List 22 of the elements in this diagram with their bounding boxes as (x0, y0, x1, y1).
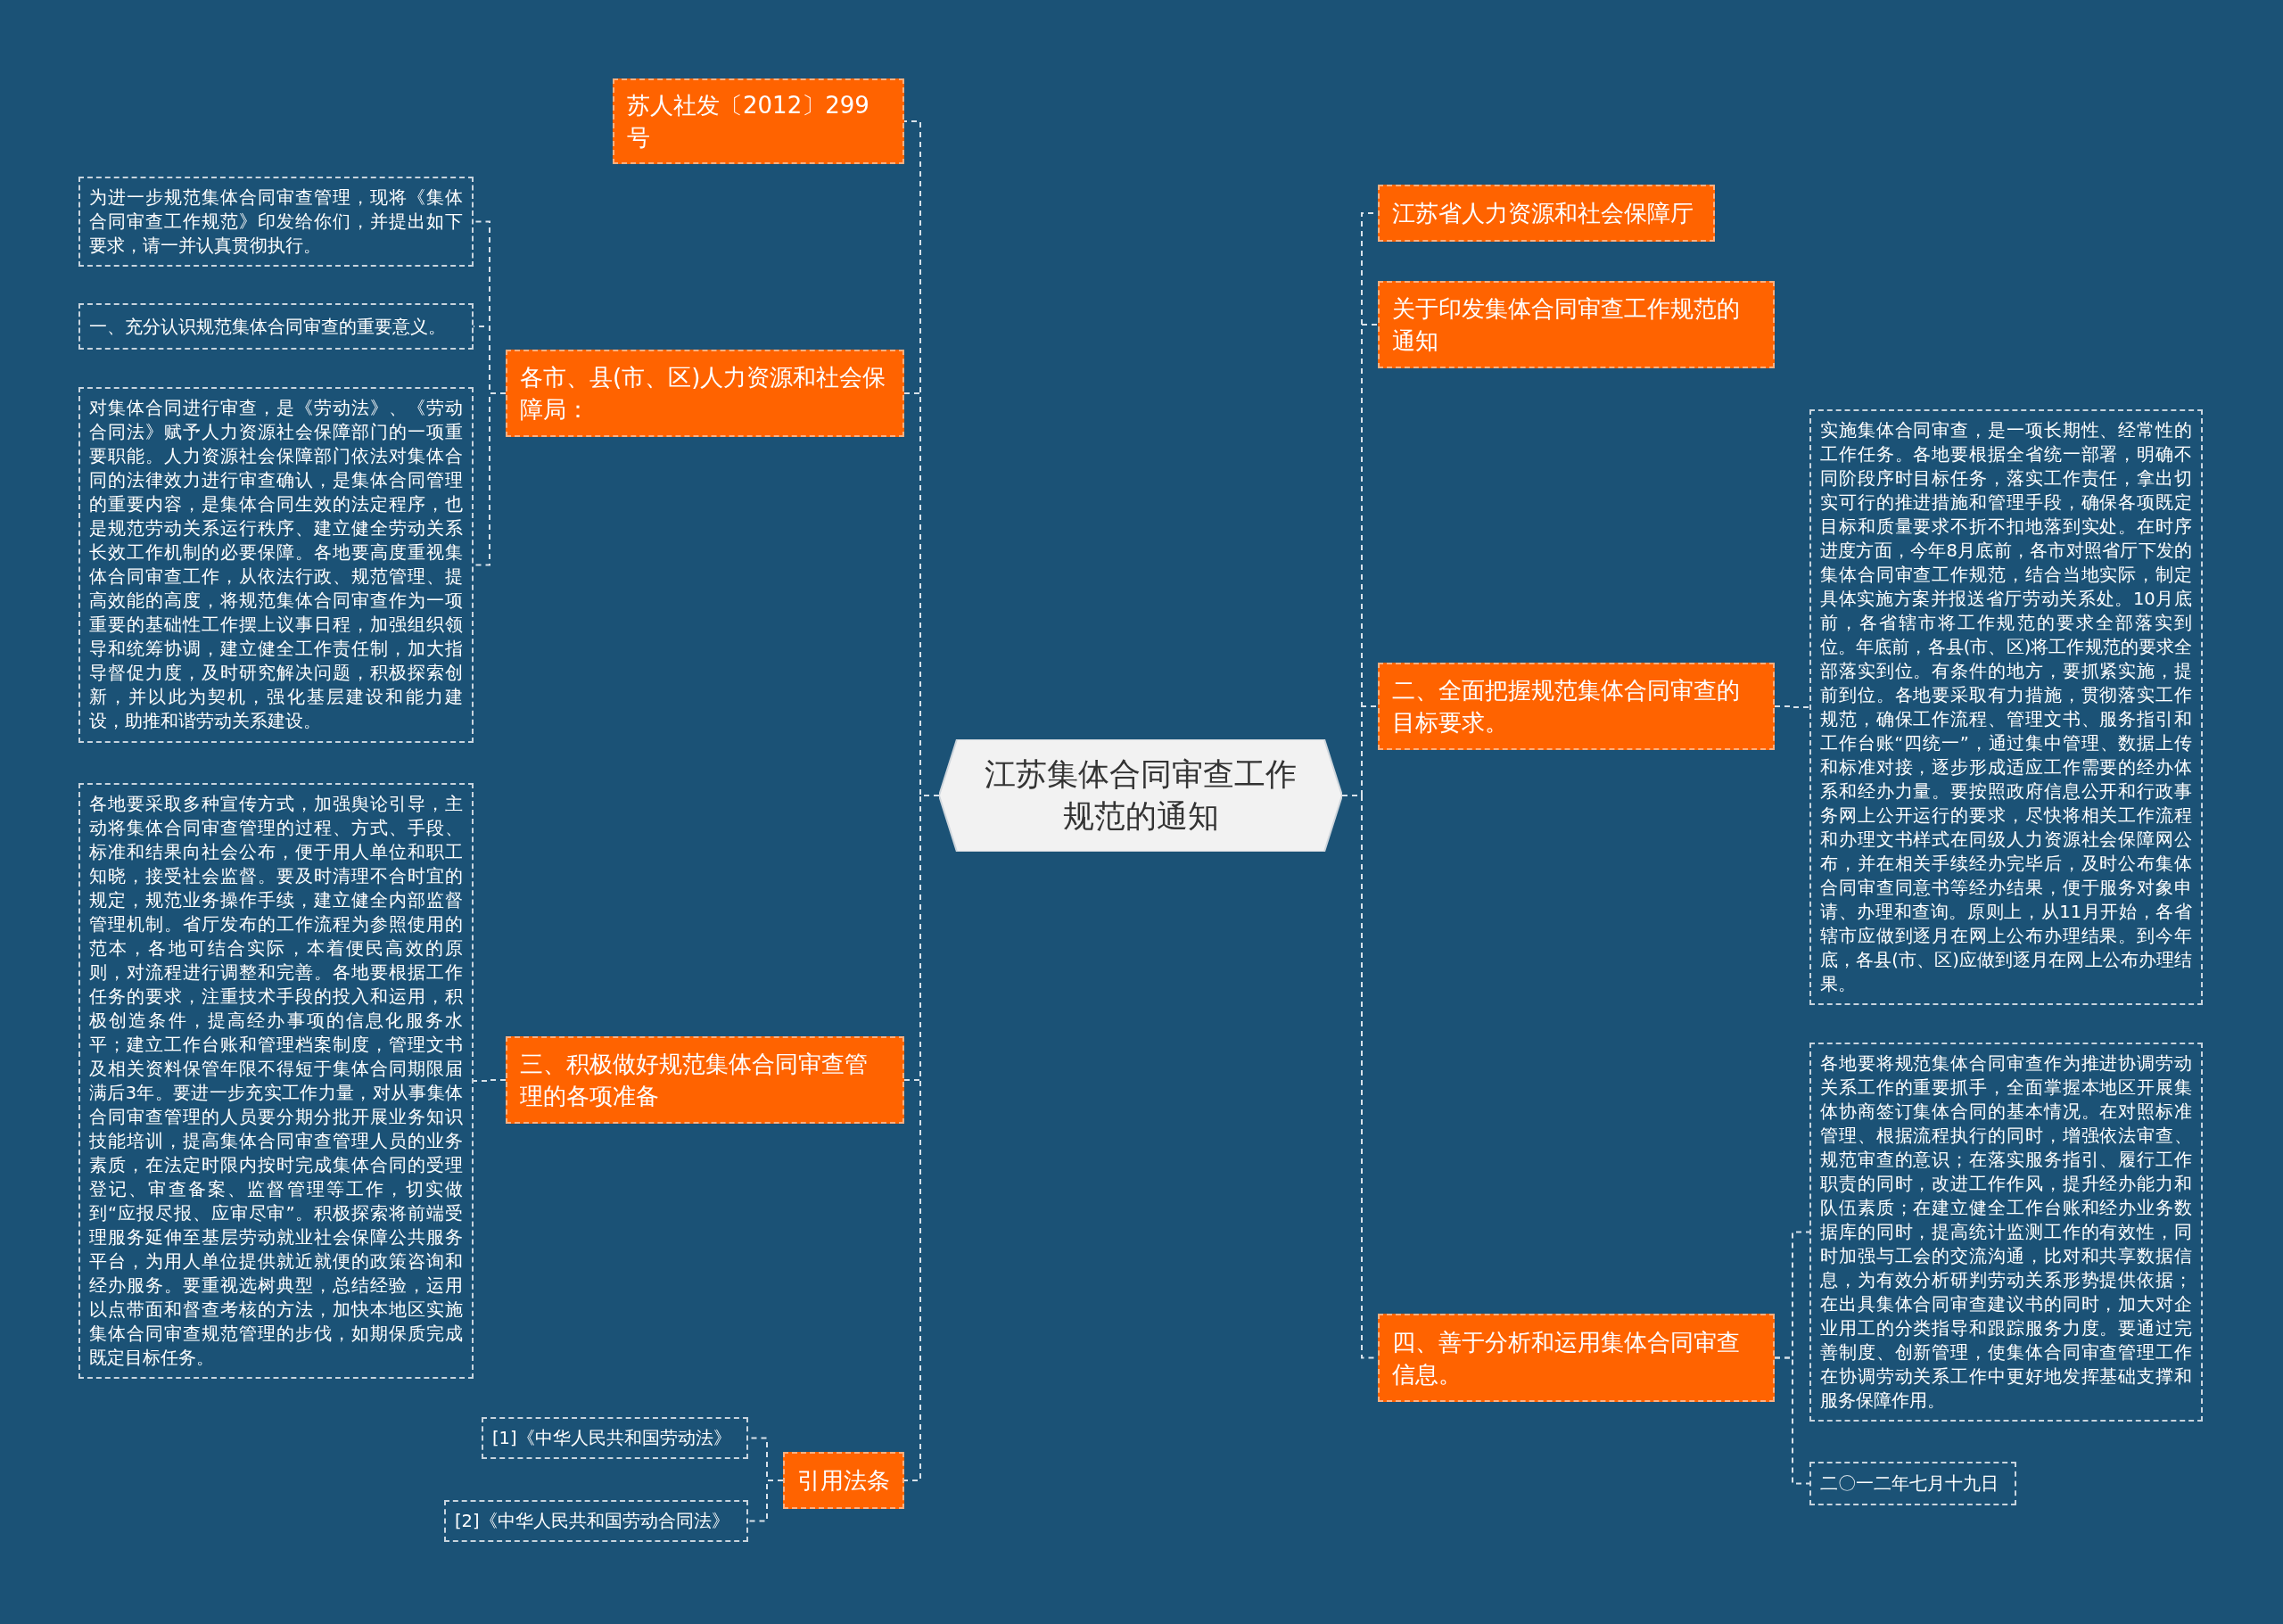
topic-box: 苏人社发〔2012〕299号 (613, 78, 904, 164)
text-box: 为进一步规范集体合同审查管理，现将《集体合同审查工作规范》印发给你们，并提出如下要求，请一并认真贯彻执行。 (78, 177, 474, 267)
central-topic-box: 江苏集体合同审查工作规范的通知 (939, 739, 1342, 852)
text-box: [1]《中华人民共和国劳动法》 (482, 1417, 748, 1459)
text-box: [2]《中华人民共和国劳动合同法》 (444, 1500, 748, 1542)
connector-line (473, 1079, 507, 1082)
text-box: 各地要将规范集体合同审查作为推进协调劳动关系工作的重要抓手，全面掌握本地区开展集体协商签订集体合同的基本情况。在对照标准管理、根据流程执行的同时，增强依法审查、规范审查的意识；在落实服务指引、履行工作职责的同时，改进工作作风，提升经办能力和队伍素质；在建立健全工作台账和经办业务数据库的同时，提高统计监测工作的有效性，同时加强与工会的交流沟通，比对和共享数据信息，为有效分析研判劳动关系形势提供依据；在出具集体合同审查建议书的同时，加大对企业用工的分类指导和跟踪服务力度。要通过完善制度、创新管理，使集体合同审查管理工作在协调劳动关系工作中更好地发挥基础支撑和服务保障作用。 (1809, 1043, 2203, 1422)
topic-box: 关于印发集体合同审查工作规范的通知 (1378, 281, 1775, 368)
topic-box: 二、全面把握规范集体合同审查的目标要求。 (1378, 663, 1775, 750)
text-box: 一、充分认识规范集体合同审查的重要意义。 (78, 303, 474, 350)
topic-box: 各市、县(市、区)人力资源和社会保障局： (506, 350, 904, 437)
text-box: 二〇一二年七月十九日 (1809, 1462, 2016, 1505)
connector-line (1774, 1356, 1810, 1485)
text-box: 实施集体合同审查，是一项长期性、经常性的工作任务。各地要根据全省统一部署，明确不同阶段序时目标任务，落实工作责任，拿出切实可行的推进措施和管理手段，确保各项既定目标和质量要求不折不扣地落到实处。在时序进度方面，今年8月底前，各市对照省厅下发的集体合同审查工作规范，结合当地实际，制定具体实施方案并报送省厅劳动关系处。10月底前，各省辖市将工作规范的要求全部落实到位。年底前，各县(市、区)将工作规范的要求全部落实到位。有条件的地方，要抓紧实施，提前到位。各地要采取有力措施，贯彻落实工作规范，确保工作流程、管理文书、服务指引和工作台账“四统一”，通过集中管理、数据上传和标准对接，逐步形成适应工作需要的经办体系和经办力量。要按照政府信息公开和行政事务网上公开运行的要求，尽快将相关工作流程和办理文书样式在同级人力资源社会保障网公布，并在相关手续经办完毕后，及时公布集体合同审查同意书等经办结果，便于服务对象申请、办理和查询。原则上，从11月开始，各省辖市应做到逐月在网上公布办理结果。到今年底，各县(市、区)应做到逐月在网上公布办理结果。 (1809, 409, 2203, 1005)
connector-line (1774, 705, 1810, 708)
topic-box: 四、善于分析和运用集体合同审查信息。 (1378, 1314, 1775, 1402)
text-box: 对集体合同进行审查，是《劳动法》、《劳动合同法》赋予人力资源社会保障部门的一项重要职能。人力资源社会保障部门依法对集体合同的法律效力进行审查确认，是集体合同管理的重要内容，是集体合同生效的法定程序，也是规范劳动关系运行秩序、建立健全劳动关系长效工作机制的必要保障。各地要高度重视集体合同审查工作，从依法行政、规范管理、提高效能的高度，将规范集体合同审查作为一项重要的基础性工作摆上议事日程，加强组织领导和统筹协调，建立健全工作责任制，加大指导督促力度，及时研究解决问题，积极探索创新，并以此为契机，强化基层建设和能力建设，助推和谐劳动关系建设。 (78, 387, 474, 743)
topic-box: 引用法条 (783, 1452, 904, 1509)
topic-box: 三、积极做好规范集体合同审查管理的各项准备 (506, 1036, 904, 1124)
connector-line (747, 1480, 784, 1522)
topic-box: 江苏省人力资源和社会保障厅 (1378, 185, 1715, 242)
text-box: 各地要采取多种宣传方式，加强舆论引导，主动将集体合同审查管理的过程、方式、手段、标准和结果向社会公布，便于用人单位和职工知晓，接受社会监督。要及时清理不合时宜的规定，规范业务操作手续，建立健全内部监督管理机制。省厅发布的工作流程为参照使用的范本，各地可结合实际，本着便民高效的原则，对流程进行调整和完善。各地要根据工作任务的要求，注重技术手段的投入和运用，积极创造条件，提高经办事项的信息化服务水平；建立工作台账和管理档案制度，管理文书及相关资料保管年限不得短于集体合同期限届满后3年。要进一步充实工作力量，对从事集体合同审查管理的人员要分期分批开展业务知识技能培训，提高集体合同审查管理人员的业务素质，在法定时限内按时完成集体合同的受理登记、审查备案、监督管理等工作，切实做到“应报尽报、应审尽审”。积极探索将前端受理服务延伸至基层劳动就业社会保障公共服务平台，为用人单位提供就近就便的政策咨询和经办服务。要重视选树典型，总结经验，运用以点带面和督查考核的方法，加快本地区实施集体合同审查规范管理的步伐，如期保质完成既定目标任务。 (78, 783, 474, 1379)
